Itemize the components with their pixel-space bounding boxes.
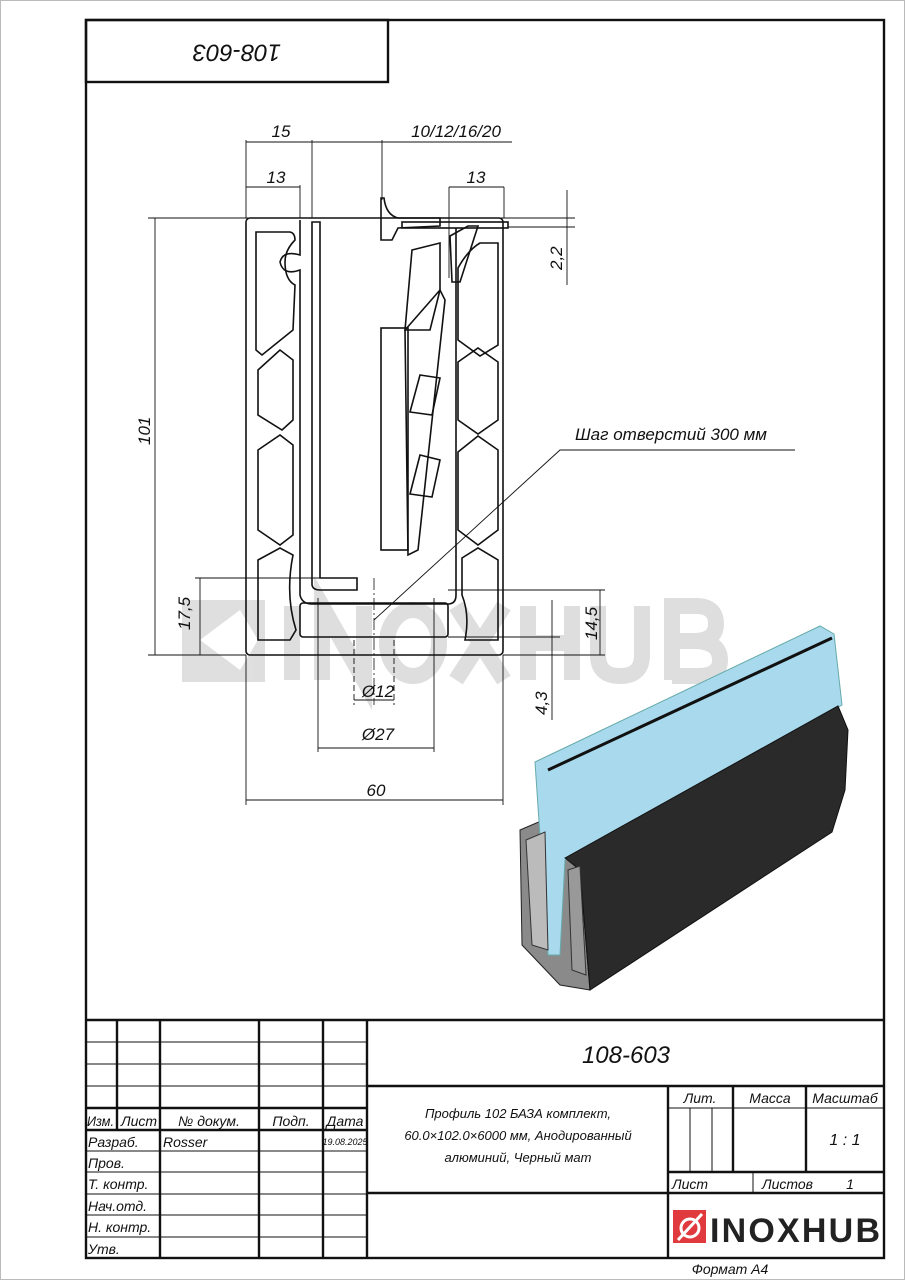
dim-13-right: 13 bbox=[467, 168, 486, 187]
top-lip bbox=[380, 197, 441, 241]
watermark-logo-icon bbox=[182, 600, 265, 682]
stamp-box bbox=[84, 18, 390, 84]
profile-3d-render bbox=[519, 625, 849, 991]
gasket bbox=[380, 327, 409, 551]
developer-name: Rosser bbox=[163, 1134, 209, 1150]
dim-60: 60 bbox=[367, 781, 386, 800]
scale-label: Масштаб bbox=[812, 1090, 879, 1106]
dim-hole-27: Ø27 bbox=[361, 725, 395, 744]
sheet-label: Лист bbox=[671, 1176, 708, 1192]
dim-hole-12: Ø12 bbox=[361, 682, 395, 701]
description-line-2: 60.0×102.0×6000 мм, Анодированный bbox=[404, 1128, 631, 1143]
watermark-lettering bbox=[284, 575, 729, 711]
sheets-label: Листов bbox=[761, 1176, 813, 1192]
role-developer: Разраб. bbox=[88, 1134, 139, 1150]
header-list: Лист bbox=[120, 1113, 157, 1129]
date-value: 19.08.2025 bbox=[322, 1137, 368, 1147]
watermark bbox=[182, 575, 729, 711]
dim-13-left: 13 bbox=[267, 168, 286, 187]
header-doc: № докум. bbox=[178, 1113, 240, 1129]
role-dept-head: Нач.отд. bbox=[88, 1198, 147, 1214]
title-block: 108-603 Изм. Лист № докум. Подп. Дата Ра… bbox=[86, 1018, 884, 1277]
sheets-value: 1 bbox=[846, 1176, 854, 1192]
logo-text: INOXHUB bbox=[710, 1212, 880, 1250]
dim-4-3: 4,3 bbox=[532, 691, 551, 715]
profile-outline bbox=[245, 217, 504, 656]
header-izm: Изм. bbox=[87, 1113, 114, 1129]
leader-line bbox=[373, 449, 795, 621]
designation: 108-603 bbox=[582, 1042, 671, 1069]
dim-17-5: 17,5 bbox=[175, 596, 194, 630]
stamp-code: 108-603 bbox=[192, 39, 281, 66]
dim-15: 15 bbox=[272, 122, 291, 141]
inoxhub-logo: INOXHUB bbox=[673, 1210, 880, 1250]
description-line-3: алюминий, Черный мат bbox=[445, 1150, 592, 1165]
dim-glass-thickness: 10/12/16/20 bbox=[411, 122, 501, 141]
leader-note: Шаг отверстий 300 мм bbox=[575, 425, 767, 444]
scale-value: 1 : 1 bbox=[829, 1132, 860, 1149]
profile-section bbox=[245, 197, 509, 752]
role-checker: Пров. bbox=[88, 1155, 125, 1171]
role-tech-control: Т. контр. bbox=[88, 1176, 148, 1192]
dim-14-5: 14,5 bbox=[582, 606, 601, 640]
lit-label: Лит. bbox=[683, 1090, 717, 1106]
wedge-top bbox=[404, 241, 441, 331]
header-date: Дата bbox=[325, 1113, 364, 1129]
dimension-lines bbox=[148, 140, 795, 805]
format-label: Формат А4 bbox=[692, 1261, 769, 1277]
dim-101: 101 bbox=[135, 417, 154, 445]
role-norm-control: Н. контр. bbox=[88, 1219, 151, 1235]
inner-wall bbox=[311, 221, 358, 591]
header-sign: Подп. bbox=[272, 1113, 309, 1129]
description-line-1: Профиль 102 БАЗА комплект, bbox=[425, 1106, 611, 1121]
mass-label: Масса bbox=[749, 1090, 791, 1106]
wedge bbox=[404, 288, 446, 557]
role-approved: Утв. bbox=[87, 1241, 120, 1257]
dim-2-2: 2,2 bbox=[547, 246, 566, 271]
drawing-frame bbox=[84, 18, 886, 1260]
